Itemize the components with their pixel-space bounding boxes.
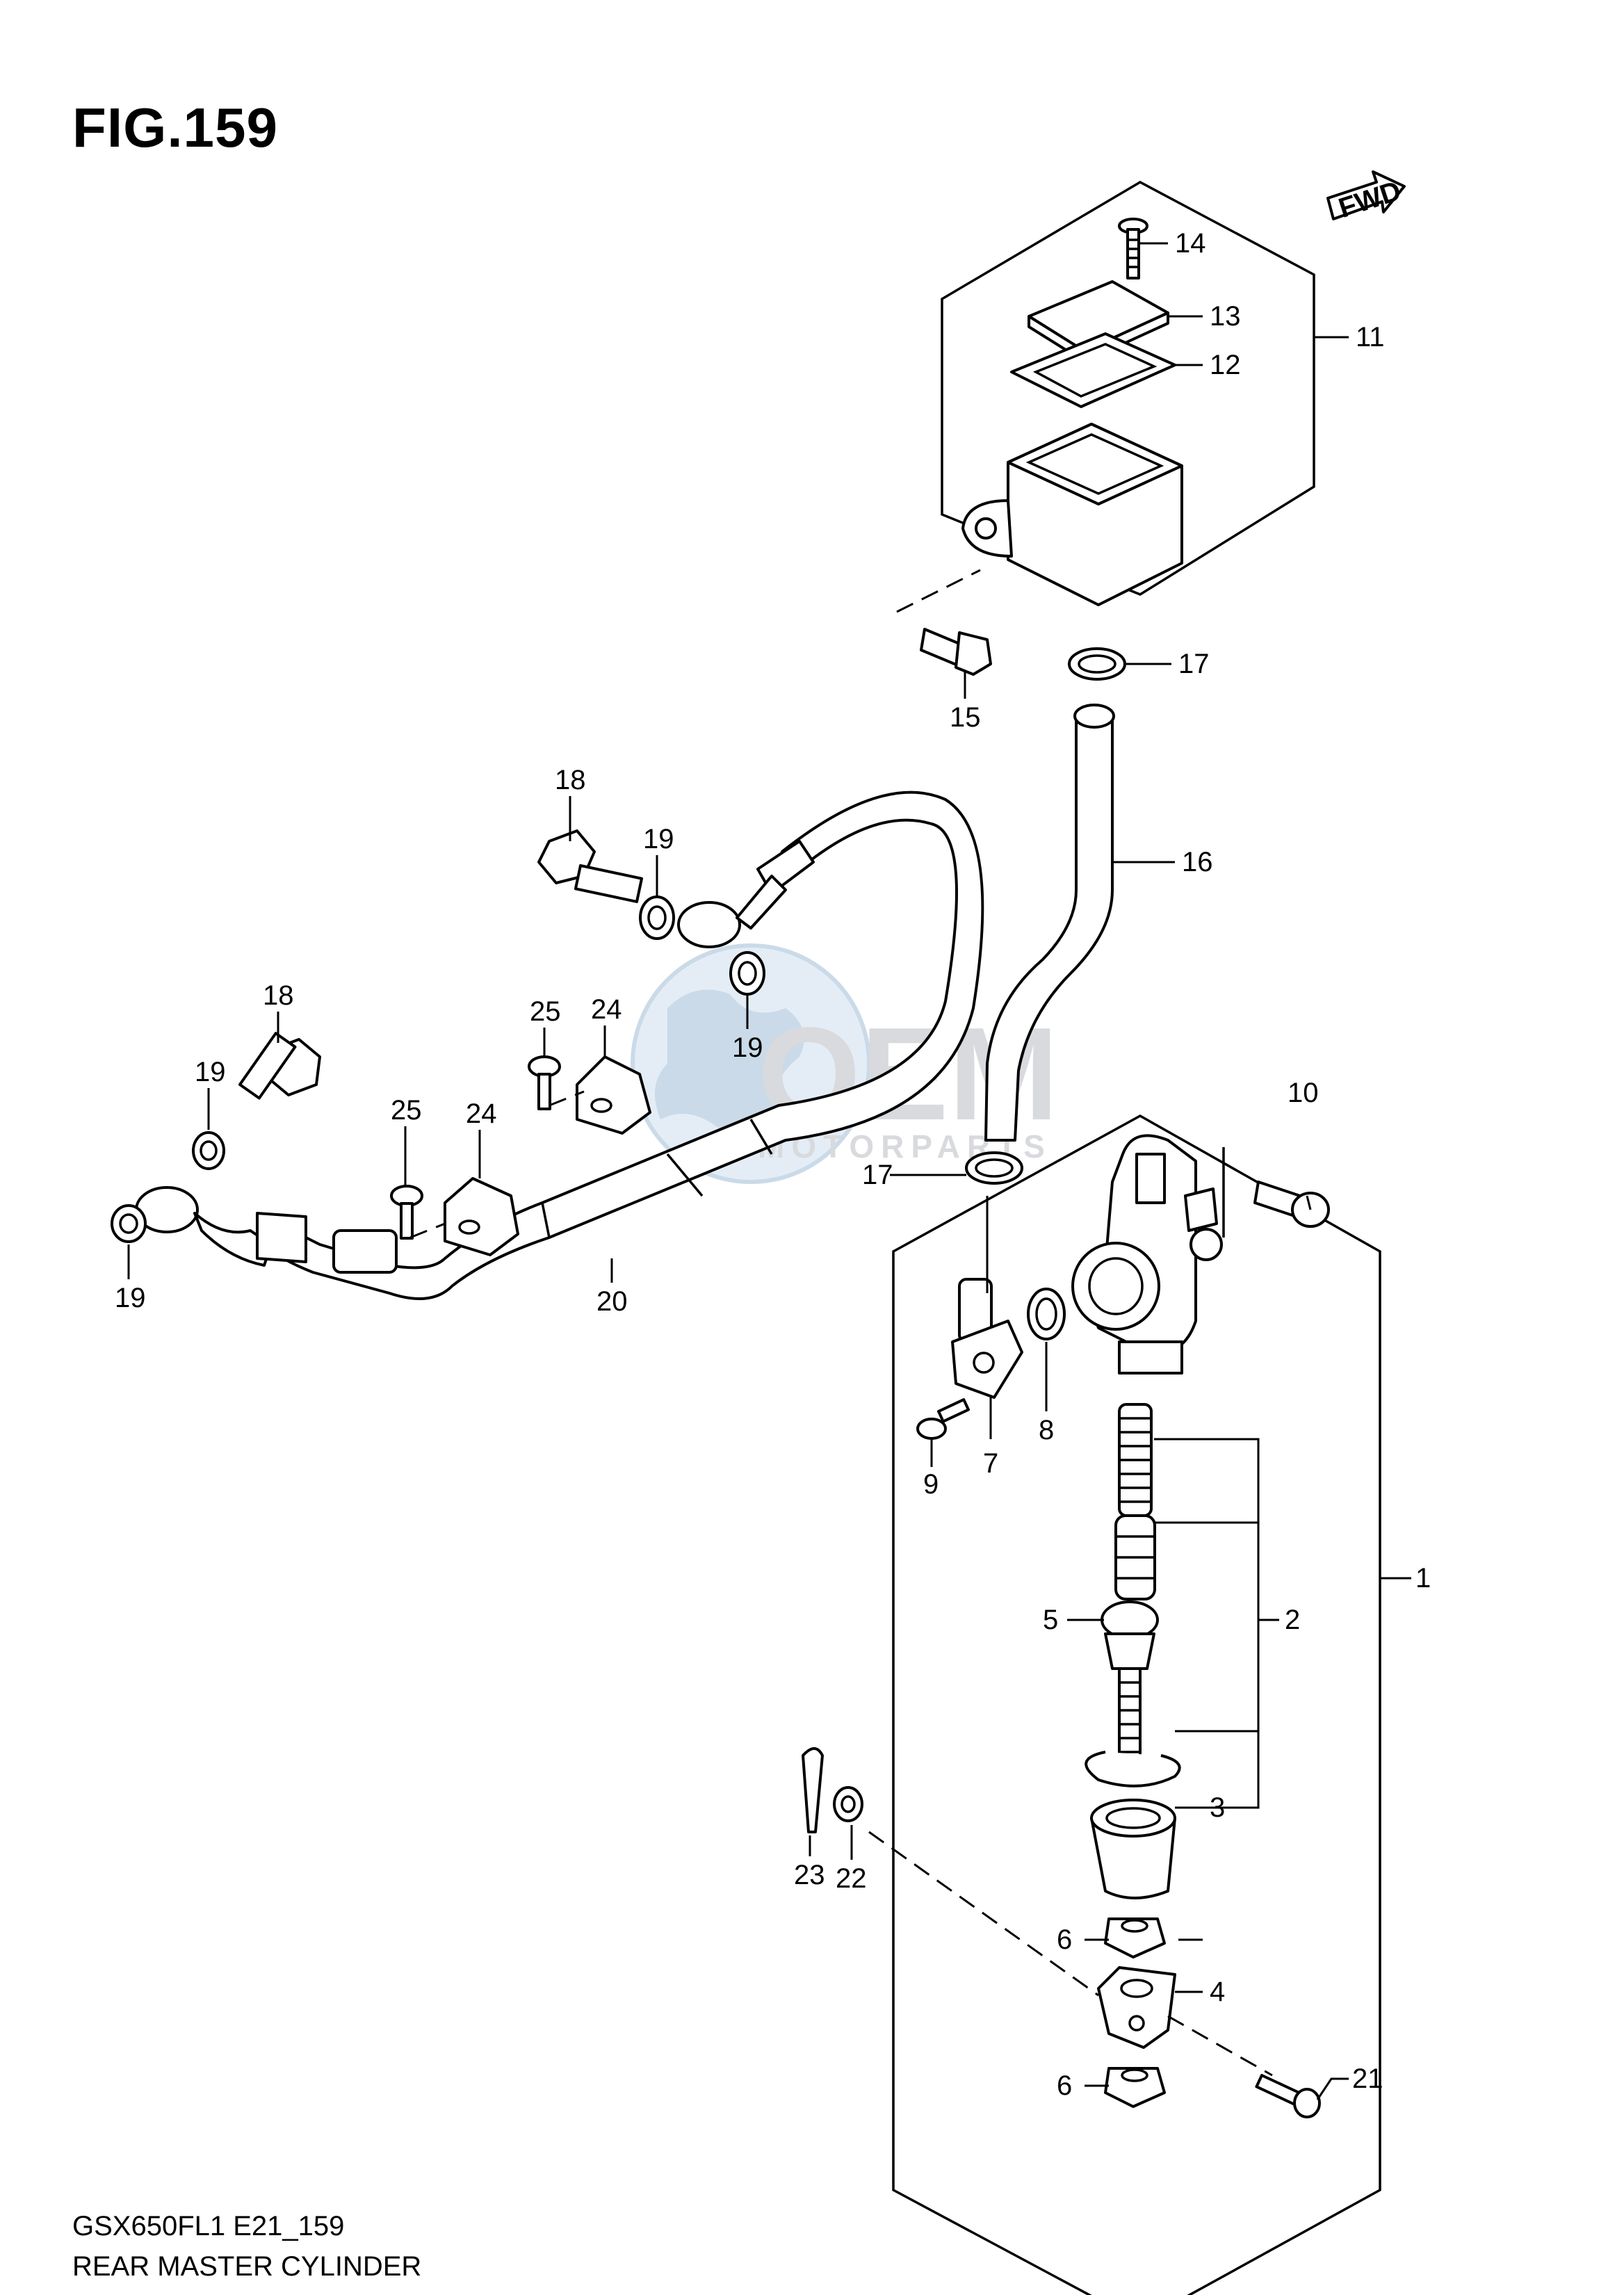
callout-18b: 18 (263, 980, 294, 1011)
reservoir-diaphragm (1010, 332, 1176, 408)
callout-24a: 24 (591, 994, 622, 1025)
washer-19-a (639, 895, 675, 940)
part-callouts: 1 2 3 4 5 6 6 7 8 9 10 11 12 13 14 15 16… (115, 228, 1431, 2101)
reservoir-hose (984, 704, 1115, 1142)
callout-25b: 25 (391, 1095, 422, 1126)
washer-19-c (192, 1131, 225, 1170)
master-cylinder-assembly-frame (892, 1114, 1381, 2295)
hose-clamp-lower (965, 1151, 1023, 1185)
forward-arrow-icon: FWD (1326, 170, 1406, 224)
figure-caption: REAR MASTER CYLINDER (72, 2251, 422, 2282)
callout-6b: 6 (1057, 2070, 1072, 2101)
callout-12: 12 (1210, 350, 1241, 380)
callout-9: 9 (923, 1469, 939, 1500)
cotter-pin (802, 1747, 824, 1833)
push-rod (1101, 1600, 1159, 1774)
circlip (1085, 1751, 1181, 1787)
plain-washer (833, 1786, 863, 1822)
lock-nut-lower (1104, 2067, 1166, 2108)
lock-nut-upper (1104, 1917, 1166, 1959)
callout-7: 7 (983, 1448, 998, 1479)
callout-6: 6 (1057, 1924, 1072, 1955)
master-cylinder-body (1071, 1134, 1223, 1374)
callout-15: 15 (950, 702, 981, 733)
callout-5: 5 (1043, 1605, 1058, 1635)
piston-spring (1118, 1403, 1153, 1517)
master-cylinder-mount-bolt (1253, 1181, 1330, 1228)
washer-19-b (729, 951, 765, 996)
callout-13: 13 (1210, 301, 1241, 332)
callout-10: 10 (1288, 1078, 1319, 1108)
hose-clamp-upper (1068, 647, 1126, 681)
union-bolt-lower (238, 1032, 321, 1100)
dust-boot (1090, 1799, 1176, 1899)
clamp-screw-25-a (528, 1055, 561, 1110)
fig-title: FIG.159 (72, 97, 279, 159)
rear-brake-hose (135, 790, 984, 1300)
reservoir-cap-screw (1118, 218, 1148, 279)
clevis-pin (1255, 2073, 1321, 2118)
callout-3: 3 (1210, 1792, 1225, 1823)
hose-joint (951, 1278, 1023, 1399)
callout-19c: 19 (195, 1057, 226, 1087)
callout-11: 11 (1356, 322, 1385, 352)
callout-24b: 24 (466, 1098, 497, 1129)
reservoir-assembly-frame (941, 180, 1315, 596)
callout-23: 23 (794, 1860, 825, 1890)
clevis (1097, 1966, 1176, 2049)
union-bolt-upper (537, 829, 644, 903)
callout-22: 22 (836, 1863, 867, 1894)
callout-17b: 17 (862, 1160, 893, 1190)
callout-20: 20 (596, 1286, 628, 1317)
callout-4: 4 (1210, 1977, 1225, 2007)
callout-17: 17 (1178, 649, 1210, 679)
callout-2: 2 (1285, 1605, 1300, 1635)
clamp-screw-25-b (390, 1185, 423, 1240)
callout-14: 14 (1175, 228, 1206, 259)
hose-clamp-24-b (444, 1177, 519, 1256)
callout-19a: 19 (643, 824, 674, 854)
svg-text:FWD: FWD (1335, 175, 1404, 224)
callout-25a: 25 (530, 996, 561, 1027)
callout-16: 16 (1182, 847, 1213, 877)
primary-cup (1114, 1514, 1156, 1600)
figure-code: GSX650FL1 E21_159 (72, 2211, 345, 2241)
callout-8: 8 (1039, 1415, 1054, 1445)
leader-lines (127, 242, 1411, 2100)
washer-19-d (111, 1204, 147, 1243)
reservoir-body (961, 423, 1183, 606)
callout-21: 21 (1352, 2063, 1383, 2094)
joint-screw (916, 1398, 971, 1440)
callout-19b: 19 (732, 1032, 763, 1063)
callout-1: 1 (1415, 1563, 1431, 1593)
reservoir-mount-bolt (896, 569, 992, 676)
callout-19d: 19 (115, 1283, 146, 1313)
o-ring (1027, 1288, 1066, 1340)
callout-18: 18 (555, 765, 586, 795)
